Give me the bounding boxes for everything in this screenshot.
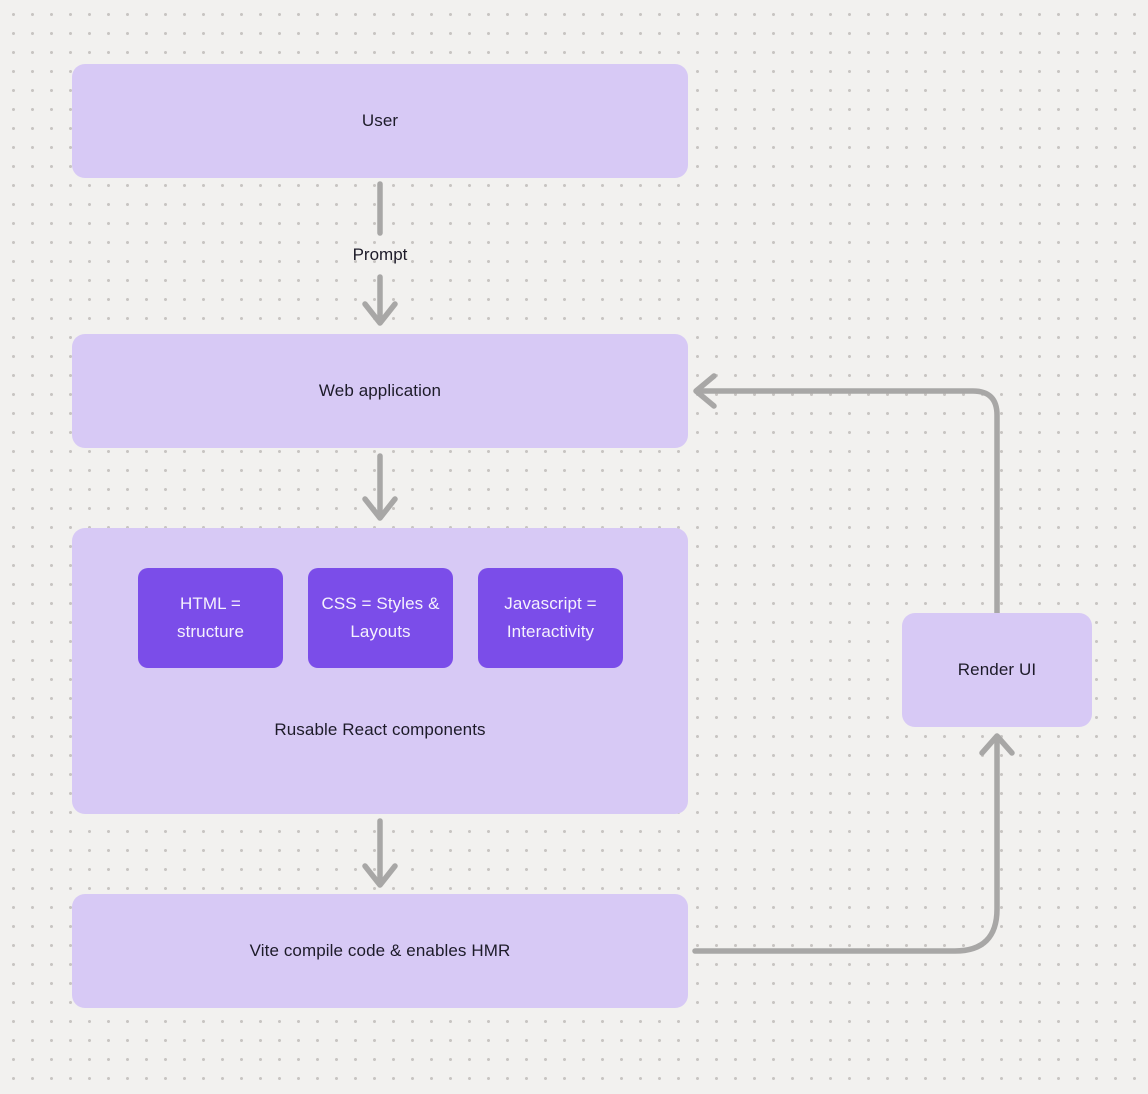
chip-html-label: HTML = structure xyxy=(176,593,245,641)
node-components-group[interactable]: HTML = structure CSS = Styles & Layouts … xyxy=(72,528,688,814)
chip-javascript[interactable]: Javascript = Interactivity xyxy=(478,568,623,668)
chip-css-label: CSS = Styles & Layouts xyxy=(321,593,440,641)
group-caption: Rusable React components xyxy=(274,720,486,739)
connector-vite-to-render xyxy=(692,738,1000,954)
chip-javascript-label: Javascript = Interactivity xyxy=(504,593,597,641)
chip-html[interactable]: HTML = structure xyxy=(138,568,283,668)
edge-label-prompt: Prompt xyxy=(352,245,408,264)
node-user-label: User xyxy=(361,111,399,130)
connector-render-to-webapp xyxy=(698,388,1000,616)
node-vite[interactable]: Vite compile code & enables HMR xyxy=(72,894,688,1008)
chip-css[interactable]: CSS = Styles & Layouts xyxy=(308,568,453,668)
arrowhead-left-webapp-icon xyxy=(693,373,717,409)
chip-row: HTML = structure CSS = Styles & Layouts … xyxy=(138,568,623,668)
node-render-ui[interactable]: Render UI xyxy=(902,613,1092,727)
node-web-application[interactable]: Web application xyxy=(72,334,688,448)
arrowhead-up-render-icon xyxy=(979,733,1015,756)
node-user[interactable]: User xyxy=(72,64,688,178)
arrowhead-down-webapp-icon xyxy=(362,301,398,326)
node-vite-label: Vite compile code & enables HMR xyxy=(249,941,511,960)
arrowhead-down-group-icon xyxy=(362,496,398,521)
node-render-ui-label: Render UI xyxy=(957,660,1037,679)
arrowhead-down-vite-icon xyxy=(362,863,398,888)
node-web-application-label: Web application xyxy=(318,381,442,400)
